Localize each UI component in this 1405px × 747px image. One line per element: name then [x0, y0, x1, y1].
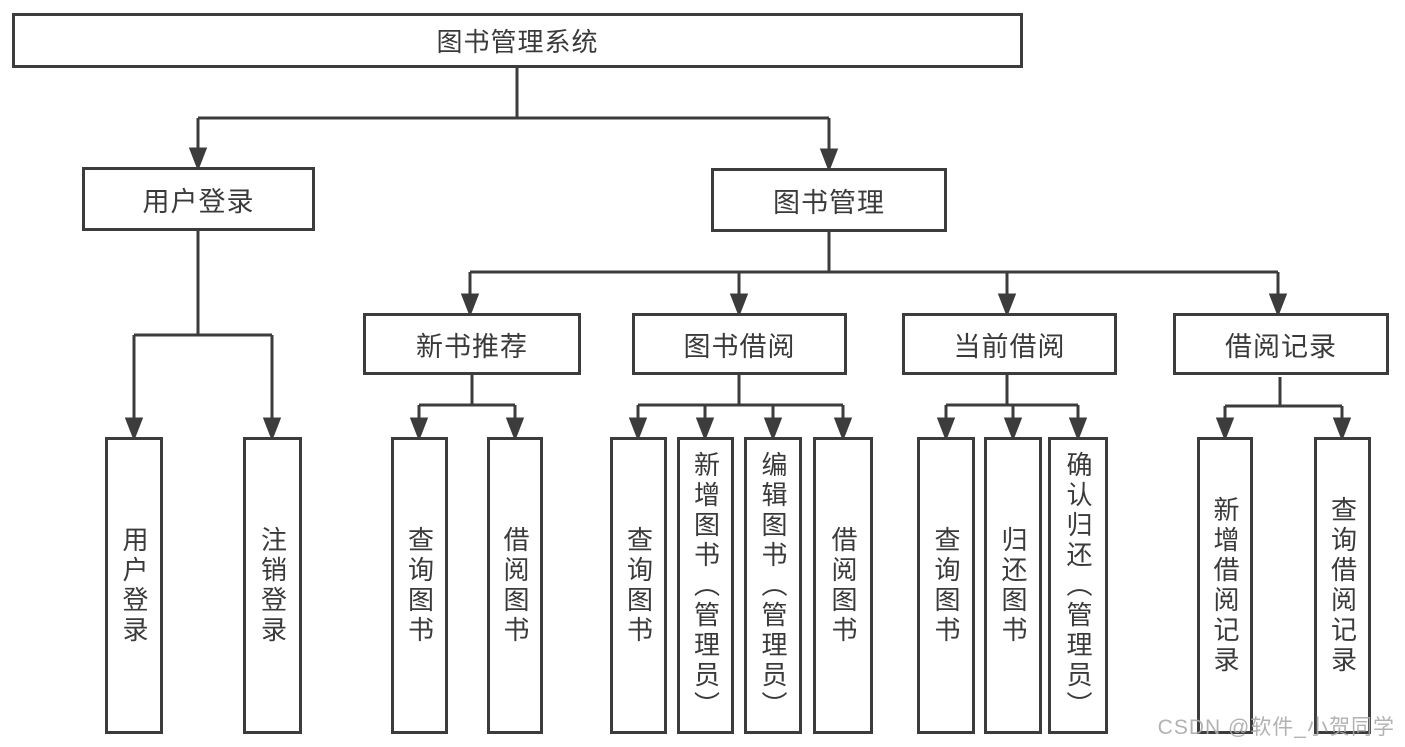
csdn-watermark: CSDN @软件_小贺同学	[1157, 716, 1395, 739]
node-borrow-record: 借阅记录	[1173, 313, 1389, 375]
arrowheads	[124, 118, 1352, 442]
tree-branch-lines	[134, 68, 1342, 408]
node-book-management-system: 图书管理系统	[12, 13, 1023, 68]
node-leaf-query-books-recommend: 查询图书	[391, 437, 448, 734]
node-leaf-add-books-admin: 新增图书（管理员）	[677, 437, 734, 734]
node-leaf-query-books-borrow: 查询图书	[610, 437, 667, 734]
node-current-borrow: 当前借阅	[902, 313, 1117, 375]
node-leaf-add-borrow-record: 新增借阅记录	[1197, 437, 1253, 734]
node-leaf-query-books-current: 查询图书	[917, 437, 975, 734]
node-leaf-borrow-books-recommend: 借阅图书	[487, 437, 543, 734]
node-leaf-logout-action: 注销登录	[243, 437, 302, 734]
node-leaf-query-borrow-record: 查询借阅记录	[1314, 437, 1371, 734]
node-new-book-recommend: 新书推荐	[363, 313, 581, 375]
node-user-login: 用户登录	[82, 167, 315, 231]
node-leaf-confirm-return-admin: 确认归还（管理员）	[1048, 437, 1108, 734]
node-book-borrow: 图书借阅	[632, 313, 847, 375]
node-book-management: 图书管理	[711, 168, 947, 232]
node-leaf-edit-books-admin: 编辑图书（管理员）	[744, 437, 802, 734]
node-leaf-borrow-books: 借阅图书	[813, 437, 873, 734]
node-leaf-user-login-action: 用户登录	[105, 437, 163, 734]
node-leaf-return-books: 归还图书	[984, 437, 1042, 734]
